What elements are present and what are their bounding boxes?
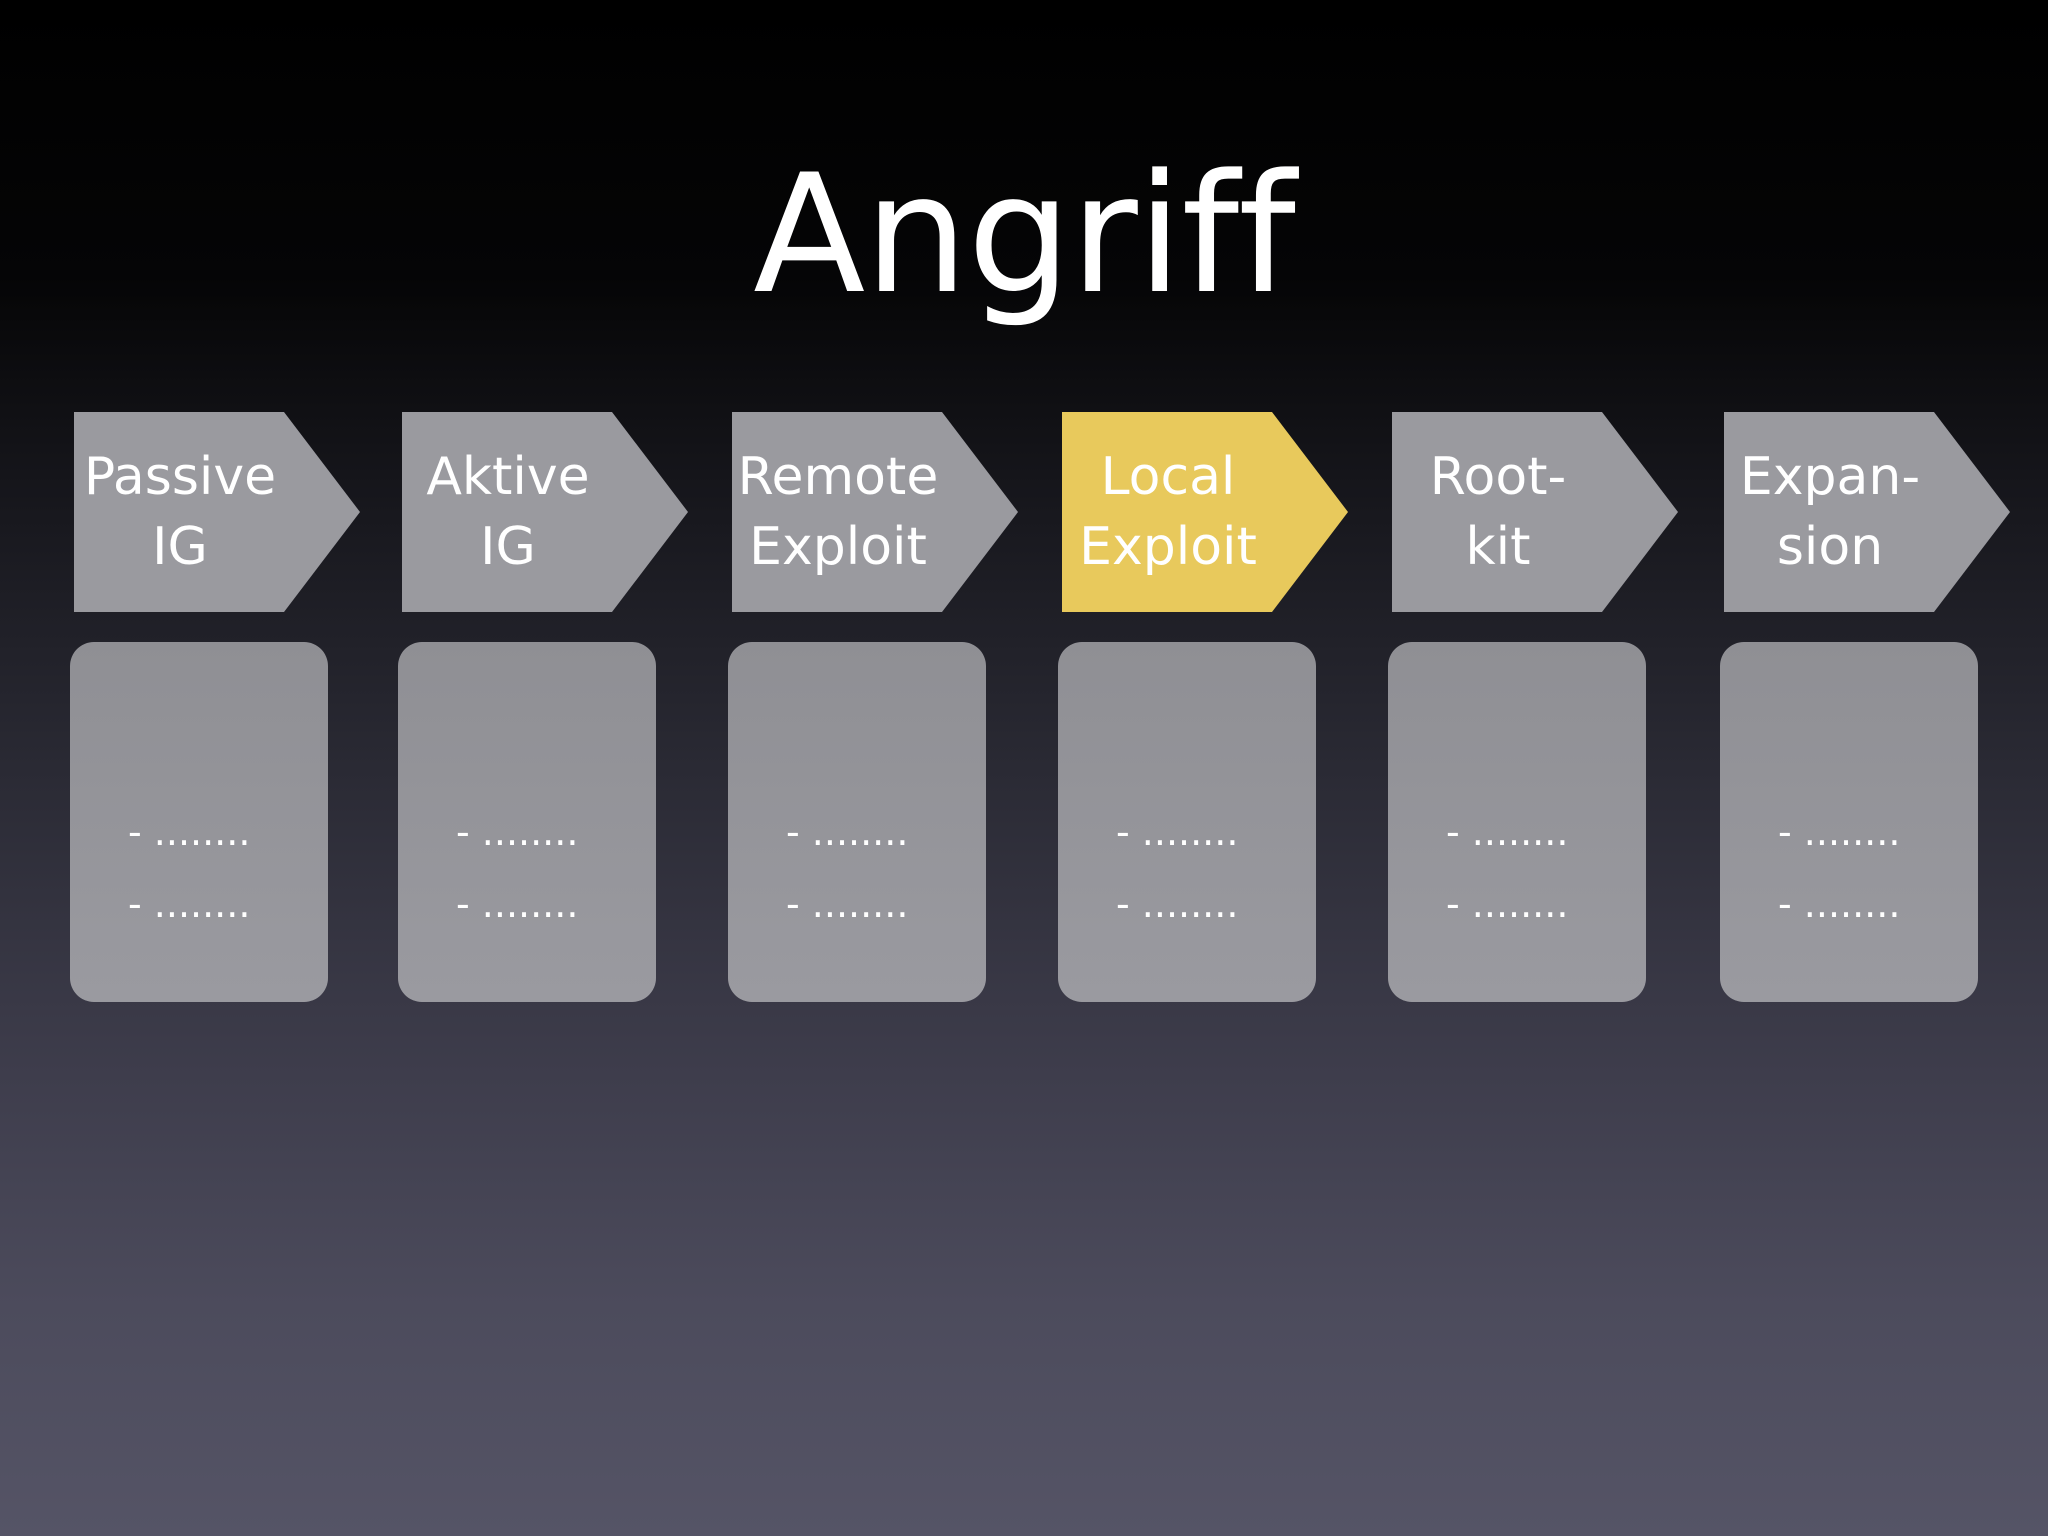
card-bullet: - ........ xyxy=(128,810,251,854)
card-bullet: - ........ xyxy=(1116,882,1239,926)
stage-card: - ........ - ........ xyxy=(1720,642,1978,1002)
chevron-shape xyxy=(1062,412,1348,612)
card-bullet: - ........ xyxy=(456,810,579,854)
card-bullet: - ........ xyxy=(1778,882,1901,926)
stage-card: - ........ - ........ xyxy=(728,642,986,1002)
card-bullet: - ........ xyxy=(1446,882,1569,926)
stage-label: Aktive IG xyxy=(426,447,590,577)
chevron-shape xyxy=(1724,412,2010,612)
stage-card: - ........ - ........ xyxy=(398,642,656,1002)
card-bullet: - ........ xyxy=(1446,810,1569,854)
chevron-shape xyxy=(402,412,688,612)
card-bullet: - ........ xyxy=(1778,810,1901,854)
stage-arrow: Expan- sion xyxy=(1724,412,2010,612)
stage-remote-exploit: Remote Exploit - ........ - ........ xyxy=(728,412,1018,1002)
stage-arrow: Remote Exploit xyxy=(732,412,1018,612)
stage-label: Remote Exploit xyxy=(737,447,939,577)
chevron-shape xyxy=(1392,412,1678,612)
slide-title: Angriff xyxy=(753,139,1296,330)
stage-aktive-ig: Aktive IG - ........ - ........ xyxy=(398,412,688,1002)
stage-rootkit: Root- kit - ........ - ........ xyxy=(1388,412,1678,1002)
stage-card: - ........ - ........ xyxy=(1058,642,1316,1002)
stage-arrow: Root- kit xyxy=(1392,412,1678,612)
stage-card: - ........ - ........ xyxy=(1388,642,1646,1002)
card-bullet: - ........ xyxy=(786,882,909,926)
stage-label: Root- kit xyxy=(1429,447,1567,577)
stage-arrow: Aktive IG xyxy=(402,412,688,612)
card-bullet: - ........ xyxy=(128,882,251,926)
stage-card: - ........ - ........ xyxy=(70,642,328,1002)
chevron-shape xyxy=(74,412,360,612)
chevron-shape xyxy=(732,412,1018,612)
card-bullet: - ........ xyxy=(1116,810,1239,854)
stage-arrow: Passive IG xyxy=(74,412,360,612)
stage-label: Expan- sion xyxy=(1739,447,1921,577)
stage-label: Passive IG xyxy=(83,447,277,577)
card-bullet: - ........ xyxy=(786,810,909,854)
stage-local-exploit: Local Exploit - ........ - ........ xyxy=(1058,412,1348,1002)
card-bullet: - ........ xyxy=(456,882,579,926)
stage-arrow: Local Exploit xyxy=(1062,412,1348,612)
stage-label: Local Exploit xyxy=(1079,447,1257,577)
stage-expansion: Expan- sion - ........ - ........ xyxy=(1720,412,2010,1002)
stage-passive-ig: Passive IG - ........ - ........ xyxy=(70,412,360,1002)
